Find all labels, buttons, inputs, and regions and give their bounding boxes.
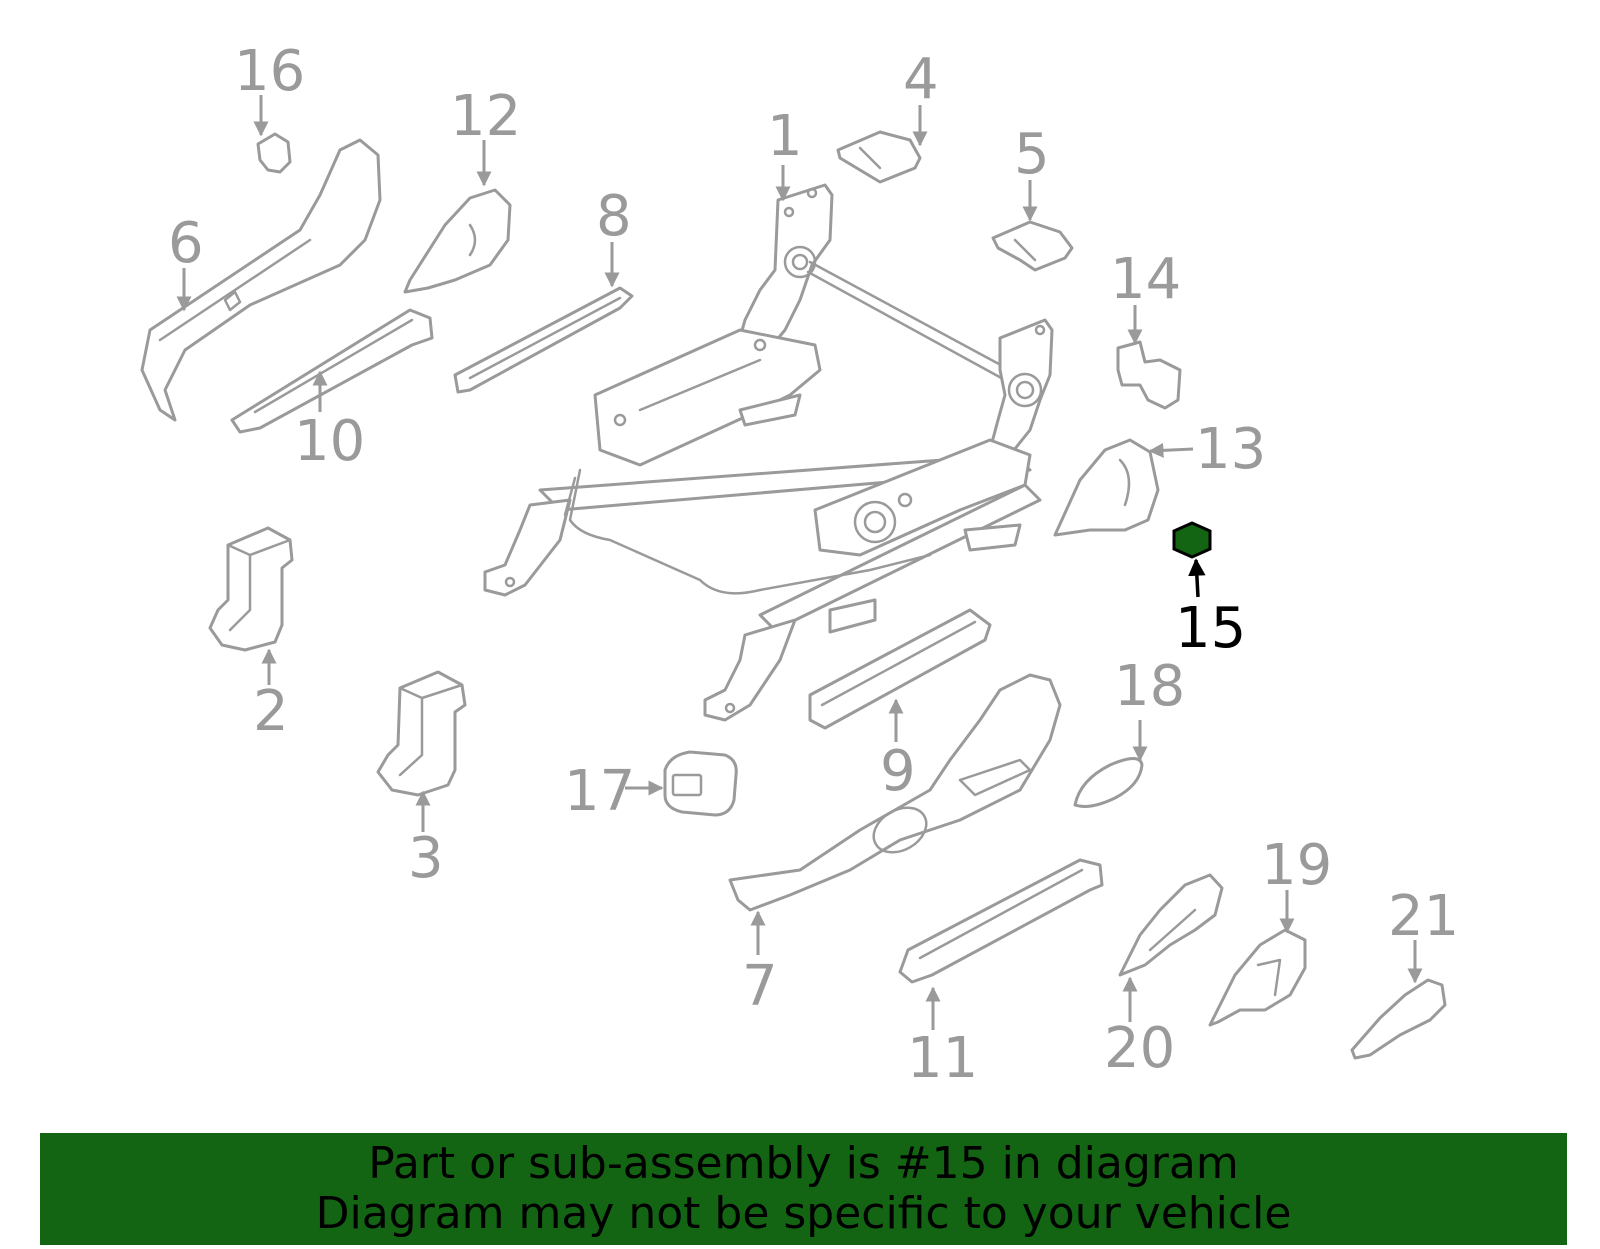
- part-15-highlighted: [1172, 521, 1212, 559]
- callout-21: 21: [1388, 884, 1459, 984]
- callout-20: 20: [1104, 976, 1175, 1081]
- part-10: [230, 308, 434, 434]
- callout-7: 7: [742, 910, 778, 1019]
- callout-12: 12: [450, 84, 521, 187]
- part-21: [1350, 978, 1447, 1060]
- callout-16: 16: [234, 39, 305, 137]
- callout-12-label: 12: [450, 84, 521, 149]
- callout-7-label: 7: [742, 954, 778, 1019]
- callout-10: 10: [294, 370, 365, 474]
- callout-17-label: 17: [564, 759, 635, 824]
- callout-6: 6: [168, 211, 204, 312]
- callout-18: 18: [1114, 654, 1185, 762]
- part-17: [663, 750, 738, 817]
- part-18: [1073, 757, 1144, 808]
- info-banner: Part or sub-assembly is #15 in diagram D…: [40, 1133, 1567, 1245]
- part-20: [1118, 873, 1224, 977]
- callout-13-label: 13: [1195, 417, 1266, 482]
- callout-14-label: 14: [1110, 247, 1181, 312]
- callout-2-label: 2: [253, 679, 289, 744]
- callout-11-label: 11: [907, 1026, 978, 1091]
- callout-5-label: 5: [1014, 122, 1050, 187]
- callout-18-label: 18: [1114, 654, 1185, 719]
- callout-14: 14: [1110, 247, 1181, 345]
- callout-8-label: 8: [596, 184, 632, 249]
- callout-1: 1: [767, 104, 803, 202]
- part-2: [208, 526, 294, 652]
- callout-9-label: 9: [880, 739, 916, 804]
- part-12: [403, 188, 512, 294]
- callout-13: 13: [1148, 417, 1266, 482]
- callout-10-label: 10: [294, 409, 365, 474]
- part-6: [140, 138, 382, 422]
- callout-20-label: 20: [1104, 1016, 1175, 1081]
- part-13: [1053, 438, 1160, 537]
- part-14: [1116, 340, 1182, 410]
- part-5: [991, 220, 1074, 272]
- part-8: [453, 286, 634, 394]
- banner-line-1: Part or sub-assembly is #15 in diagram: [368, 1138, 1239, 1189]
- callout-15-highlighted: 15: [1175, 558, 1246, 661]
- callout-2: 2: [253, 648, 289, 744]
- callout-6-label: 6: [168, 211, 204, 276]
- callout-15-label: 15: [1175, 596, 1246, 661]
- callout-19-label: 19: [1261, 833, 1332, 898]
- callout-3: 3: [408, 790, 444, 891]
- callout-21-label: 21: [1388, 884, 1459, 949]
- callout-5: 5: [1014, 122, 1050, 222]
- callout-4-label: 4: [903, 47, 939, 112]
- callout-4: 4: [903, 47, 939, 147]
- callout-8: 8: [596, 184, 632, 288]
- callout-1-label: 1: [767, 104, 803, 169]
- callout-17: 17: [564, 759, 664, 824]
- callout-3-label: 3: [408, 826, 444, 891]
- part-9: [808, 608, 992, 730]
- callout-11: 11: [907, 986, 978, 1091]
- part-1-seat-frame: [483, 183, 1054, 722]
- callout-9: 9: [880, 698, 916, 804]
- part-16: [256, 132, 292, 174]
- part-7: [728, 673, 1062, 912]
- callout-16-label: 16: [234, 39, 305, 104]
- callout-19: 19: [1261, 833, 1332, 934]
- part-19: [1208, 928, 1307, 1027]
- parts-diagram: 1 2 3 4 5 6 7 8 9 10 11 12: [140, 39, 1459, 1091]
- part-3: [376, 670, 467, 797]
- part-4: [836, 130, 922, 184]
- part-11: [898, 858, 1104, 984]
- banner-line-2: Diagram may not be specific to your vehi…: [315, 1188, 1292, 1239]
